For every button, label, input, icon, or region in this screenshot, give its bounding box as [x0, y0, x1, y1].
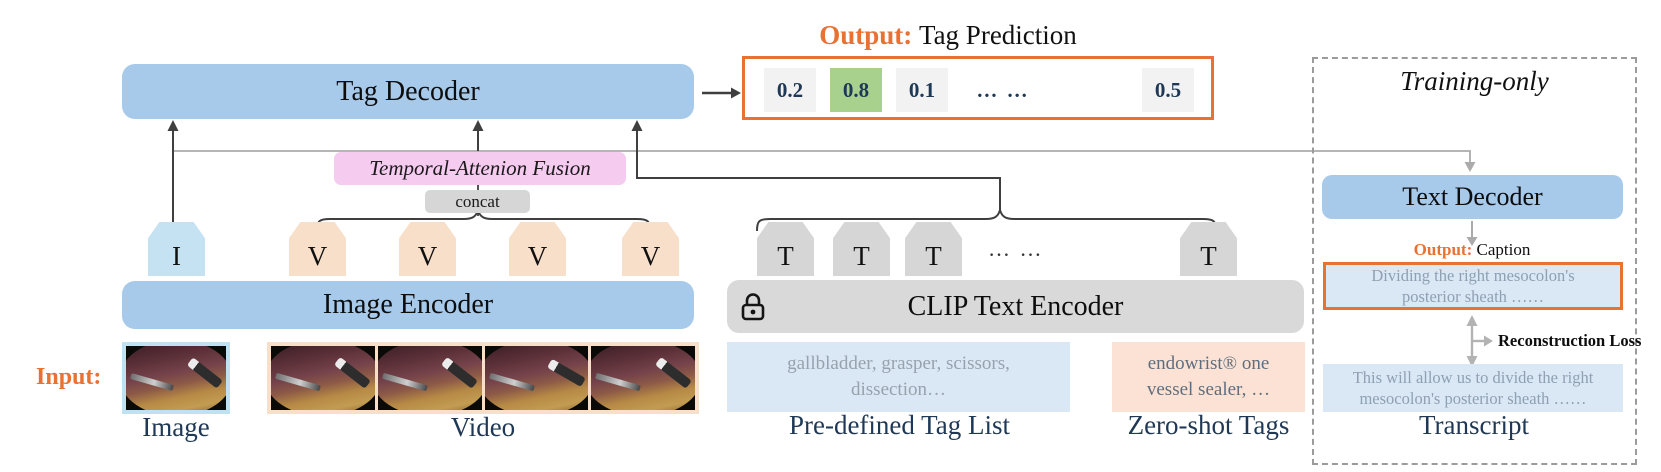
predefined-tag-list-caption: Pre-defined Tag List: [788, 410, 1011, 440]
grasper-instrument: [130, 373, 174, 391]
grasper-instrument: [381, 373, 428, 392]
image-token-arrow: [167, 120, 179, 222]
grasper-instrument: [488, 373, 535, 392]
image-encoder-label: Image Encoder: [322, 289, 494, 320]
output-prefix: Output:: [1413, 240, 1477, 259]
dark-instrument: [441, 356, 479, 389]
video-token: V: [509, 222, 566, 276]
tag-prediction-box: [742, 56, 1214, 120]
training-only-panel: [1312, 57, 1637, 465]
zero-shot-tags-box: endowrist® one vessel sealer, …: [1112, 342, 1305, 412]
prediction-title: Output: Tag Prediction: [778, 20, 1118, 51]
image-caption: Image: [142, 412, 210, 442]
text-token: T: [833, 222, 890, 276]
caption-output-type: Caption: [1476, 240, 1531, 259]
grasper-instrument: [595, 373, 641, 392]
caption-output-title: Output: Caption: [1352, 240, 1592, 260]
input-image-thumbnail: [122, 342, 230, 414]
text-token: T: [1180, 222, 1237, 276]
concat-box: concat: [425, 190, 530, 213]
clip-text-encoder-label: CLIP Text Encoder: [907, 290, 1124, 322]
zero-shot-tags-caption: Zero-shot Tags: [1127, 410, 1290, 440]
caption-line: Dividing the right mesocolon's: [1371, 265, 1575, 285]
reconstruction-loss-label: Reconstruction Loss: [1498, 331, 1642, 350]
prediction-ellipsis: … …: [976, 78, 1030, 102]
text-token: T: [757, 222, 814, 276]
video-caption: Video: [450, 412, 516, 442]
lock-icon: [741, 293, 765, 321]
clip-text-encoder-box: CLIP Text Encoder: [727, 280, 1304, 333]
prediction-cell: 0.5: [1142, 68, 1194, 112]
transcript-caption: Transcript: [1418, 410, 1529, 440]
zero-shot-tags-line: endowrist® one: [1147, 353, 1270, 375]
predefined-tags-line: dissection…: [851, 379, 946, 400]
predefined-tag-list-box: gallbladder, grasper, scissors, dissecti…: [727, 342, 1070, 412]
video-tokens-brace: [316, 206, 651, 232]
prediction-title-text: Tag Prediction: [918, 20, 1077, 50]
text-tokens-arrow: [631, 120, 1001, 211]
tag-decoder-output-arrow: [702, 87, 741, 99]
grasper-instrument: [275, 373, 321, 392]
text-token: T: [905, 222, 962, 276]
output-prefix: Output:: [819, 20, 919, 50]
generated-caption-box: Dividing the right mesocolon's posterior…: [1323, 262, 1623, 310]
video-token: V: [399, 222, 456, 276]
video-token: V: [289, 222, 346, 276]
dark-instrument: [547, 358, 586, 387]
video-frame: [591, 346, 695, 410]
endoscopic-image: [126, 346, 226, 410]
dark-instrument: [334, 356, 372, 389]
zero-shot-tags-line: vessel sealer, …: [1146, 379, 1271, 400]
text-tokens-brace: [756, 206, 1217, 232]
tag-decoder-label: Tag Decoder: [336, 75, 480, 107]
image-encoder-box: Image Encoder: [122, 281, 694, 329]
video-frame: [484, 346, 589, 410]
prediction-cell: 0.2: [764, 68, 816, 112]
video-frame: [377, 346, 482, 410]
temporal-attention-fusion-box: Temporal-Attenion Fusion: [334, 152, 626, 185]
text-tokens-ellipsis: … …: [988, 236, 1044, 261]
text-decoder-label: Text Decoder: [1402, 182, 1543, 211]
concat-label: concat: [455, 191, 500, 211]
dark-instrument: [654, 356, 692, 389]
training-only-title: Training-only: [1400, 66, 1549, 96]
transcript-line: mesocolon's posterior sheath ……: [1359, 389, 1587, 408]
caption-line: posterior sheath ……: [1401, 287, 1545, 306]
prediction-cell-highlighted: 0.8: [830, 68, 882, 112]
tag-decoder-box: Tag Decoder: [122, 64, 694, 119]
input-video-frames: [267, 342, 699, 414]
video-frame: [271, 346, 375, 410]
transcript-line: This will allow us to divide the right: [1352, 367, 1594, 387]
predefined-tags-line: gallbladder, grasper, scissors,: [787, 353, 1010, 375]
image-token: I: [148, 222, 205, 276]
input-label: Input:: [36, 364, 102, 390]
fusion-label: Temporal-Attenion Fusion: [369, 156, 591, 180]
video-token: V: [622, 222, 679, 276]
prediction-cell: 0.1: [896, 68, 948, 112]
dark-instrument: [187, 357, 223, 389]
text-decoder-box: Text Decoder: [1322, 175, 1623, 219]
transcript-text-box: This will allow us to divide the right m…: [1323, 364, 1623, 412]
